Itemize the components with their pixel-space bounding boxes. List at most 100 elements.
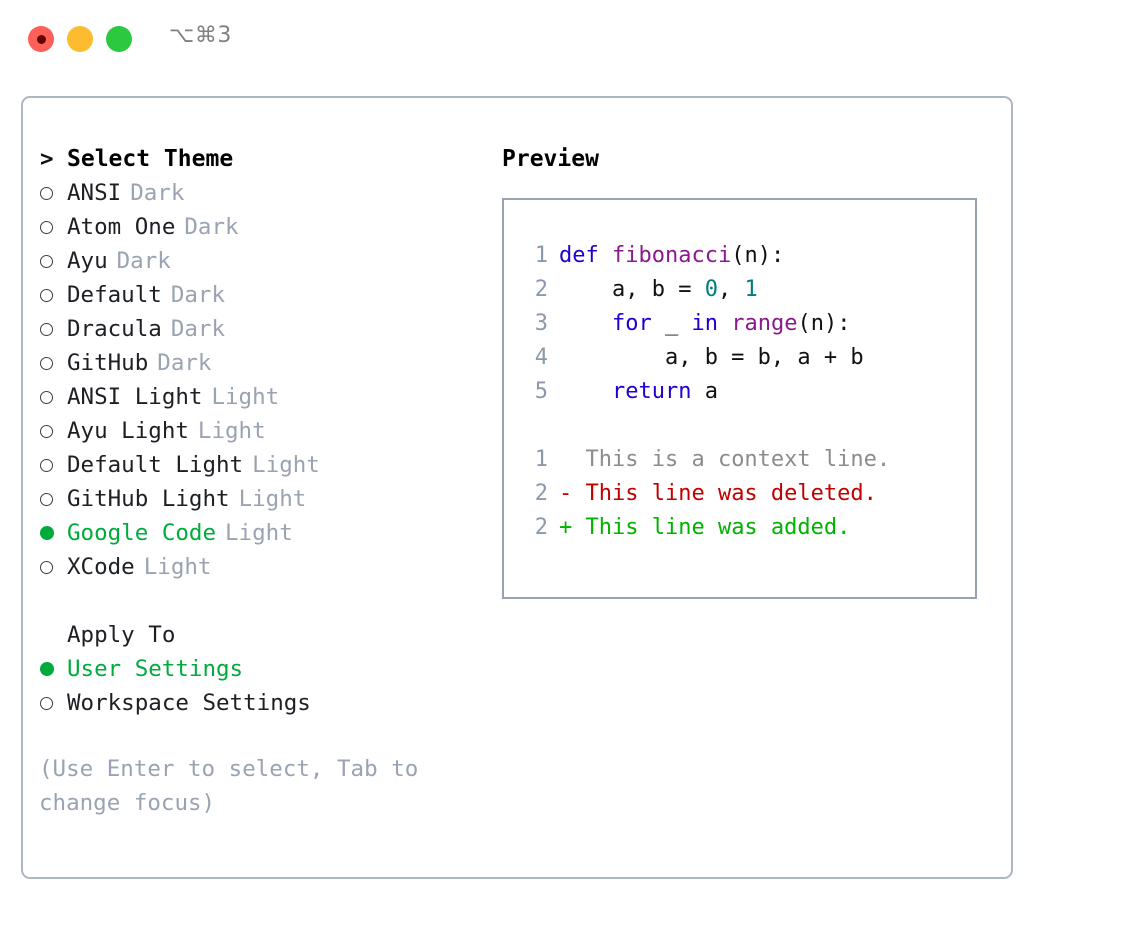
theme-radio-cell[interactable] (39, 390, 67, 404)
theme-list-item[interactable]: GitHub Light Light (39, 482, 479, 516)
select-theme-heading: > Select Theme (39, 142, 479, 176)
theme-radio-cell[interactable] (39, 458, 67, 472)
theme-name-label: Atom One (67, 214, 176, 240)
diff-line-number: 1 (534, 446, 548, 472)
theme-radio-cell[interactable] (39, 220, 67, 234)
radio-unselected-icon (40, 458, 53, 472)
theme-name-label: Ayu Light (67, 418, 189, 444)
theme-name-label: Google Code (67, 520, 217, 546)
apply-to-item-label: User Settings (67, 656, 244, 682)
code-line-content: a, b = 0, 1 (559, 277, 758, 302)
apply-to-radio-cell[interactable] (39, 696, 67, 710)
code-token-plain: , (717, 276, 745, 302)
diff-marker: - (559, 480, 573, 506)
code-token-plain: a (691, 378, 718, 404)
theme-name-label: Default Light (67, 452, 244, 478)
window-titlebar: ⌥⌘3 (0, 0, 1140, 78)
code-line-number: 4 (534, 344, 548, 370)
code-line: 1 def fibonacci(n): (518, 238, 969, 272)
radio-unselected-icon (40, 492, 53, 506)
theme-list-item[interactable]: Atom One Dark (39, 210, 479, 244)
theme-kind-badge: Dark (184, 214, 239, 240)
radio-unselected-icon (40, 390, 53, 404)
close-window-button[interactable] (28, 26, 54, 52)
theme-kind-badge: Light (238, 486, 307, 512)
code-line-content: def fibonacci(n): (559, 243, 784, 268)
radio-selected-icon (40, 526, 54, 540)
code-token-fn: fibonacci (611, 242, 732, 268)
code-line: 2 a, b = 0, 1 (518, 272, 969, 306)
keyboard-hint-text: (Use Enter to select, Tab to change focu… (39, 756, 419, 816)
diff-marker (559, 447, 572, 472)
radio-selected-icon (40, 662, 54, 676)
diff-line: 2- This line was deleted. (518, 476, 969, 510)
close-icon (36, 34, 46, 44)
code-line: 4 a, b = b, a + b (518, 340, 969, 374)
diff-line: 2+ This line was added. (518, 510, 969, 544)
theme-kind-badge: Dark (157, 350, 212, 376)
theme-list-item[interactable]: Default Dark (39, 278, 479, 312)
apply-to-item[interactable]: Workspace Settings (39, 686, 479, 720)
code-line-number: 5 (534, 378, 548, 404)
theme-kind-badge: Dark (170, 282, 226, 308)
theme-radio-cell[interactable] (39, 356, 67, 370)
radio-unselected-icon (40, 186, 53, 200)
theme-kind-badge: Dark (130, 180, 185, 206)
theme-kind-badge: Light (252, 452, 320, 478)
code-token-kw: in (691, 310, 718, 336)
code-line-content: a, b = b, a + b (559, 345, 864, 370)
apply-to-radio-cell[interactable] (39, 662, 67, 676)
theme-radio-cell[interactable] (39, 288, 67, 302)
theme-list-item[interactable]: GitHub Dark (39, 346, 479, 380)
theme-name-label: GitHub (67, 350, 149, 376)
theme-radio-cell[interactable] (39, 322, 67, 336)
diff-line-number: 2 (534, 480, 548, 506)
radio-unselected-icon (40, 254, 53, 268)
code-token-plain: (n): (797, 310, 851, 336)
radio-unselected-icon (40, 288, 53, 302)
code-token-plain: a, b = (559, 276, 705, 302)
theme-name-label: ANSI (67, 180, 122, 206)
theme-name-label: Default (67, 282, 162, 308)
theme-radio-cell[interactable] (39, 254, 67, 268)
code-token-plain (559, 379, 612, 404)
code-token-kw: for (611, 310, 652, 336)
theme-radio-cell[interactable] (39, 186, 67, 200)
apply-to-label: Apply To (67, 622, 176, 648)
code-token-num: 0 (704, 276, 718, 302)
diff-line-text: This is a context line. (572, 446, 891, 472)
code-line-number: 3 (534, 310, 548, 336)
theme-list-item[interactable]: ANSI Dark (39, 176, 479, 210)
theme-list-item[interactable]: Ayu Light Light (39, 414, 479, 448)
zoom-window-button[interactable] (106, 26, 132, 52)
theme-radio-cell[interactable] (39, 526, 67, 540)
theme-kind-badge: Light (197, 418, 266, 444)
theme-list-item[interactable]: Default Light Light (39, 448, 479, 482)
code-line-number: 1 (534, 242, 548, 268)
diff-line-text: This line was added. (572, 514, 851, 540)
theme-radio-cell[interactable] (39, 560, 67, 574)
theme-radio-cell[interactable] (39, 424, 67, 438)
theme-radio-cell[interactable] (39, 492, 67, 506)
code-diff-spacer (518, 408, 969, 442)
apply-to-item[interactable]: User Settings (39, 652, 479, 686)
code-line-content: return a (559, 379, 718, 404)
theme-name-label: GitHub Light (67, 486, 230, 512)
radio-unselected-icon (40, 424, 53, 438)
apply-to-heading: Apply To (39, 618, 479, 652)
keyboard-shortcut-label: ⌥⌘3 (169, 23, 232, 48)
diff-block: 1 This is a context line. 2- This line wa… (518, 442, 969, 544)
minimize-window-button[interactable] (67, 26, 93, 52)
caret-right-icon: > (40, 145, 54, 172)
code-token-num: 1 (744, 276, 758, 302)
